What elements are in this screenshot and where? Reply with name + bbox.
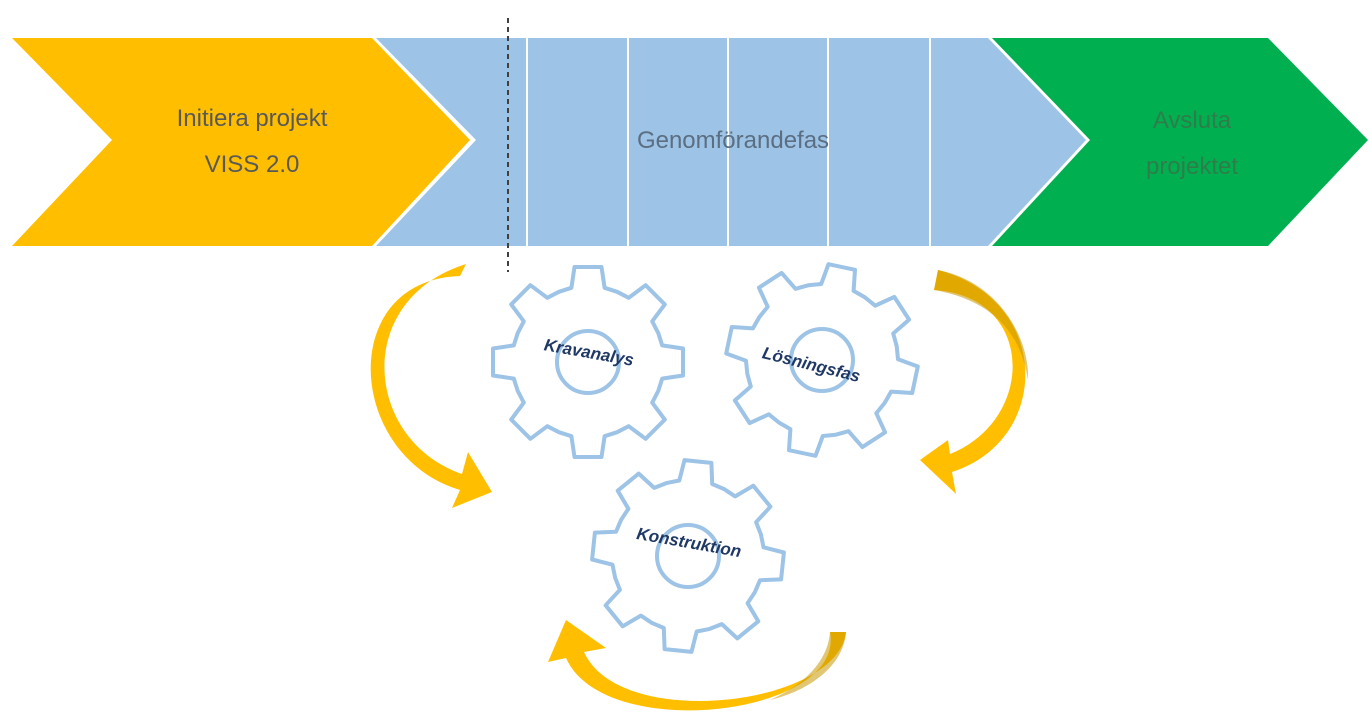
- gear-outline: [491, 265, 685, 459]
- phase-initiate-line-2: VISS 2.0: [205, 151, 300, 178]
- phase-execution-chevron: [376, 38, 1086, 246]
- cycle-arrow-right-shade: [934, 270, 1029, 380]
- gear-kravanalys: Kravanalys: [491, 265, 685, 459]
- cycle-arrow-right: [920, 270, 1026, 494]
- phase-initiate-line-1: Initiera projekt: [177, 105, 328, 132]
- gear-outline: [590, 458, 786, 654]
- gear-hub: [655, 523, 721, 589]
- gear-hub: [789, 327, 855, 393]
- phase-close: Avsluta projektet: [992, 38, 1368, 246]
- phase-initiate-chevron: [12, 38, 470, 246]
- phase-close-line-1: Avsluta: [1153, 107, 1232, 134]
- gear-losningsfas: Lösningsfas: [724, 262, 920, 458]
- phase-execution-label: Genomförandefas: [637, 127, 829, 154]
- gear-konstruktion: Konstruktion: [590, 458, 786, 654]
- gear-outline: [724, 262, 920, 458]
- phase-close-chevron: [992, 38, 1368, 246]
- cycle-arrow-bottom-shade: [770, 632, 846, 700]
- cycle-arrow-bottom: [548, 620, 846, 711]
- phase-initiate: Initiera projekt VISS 2.0: [12, 38, 470, 246]
- phase-execution: Genomförandefas: [376, 38, 1086, 246]
- phase-close-line-2: projektet: [1146, 153, 1238, 180]
- gear-hub: [555, 329, 621, 395]
- cycle-arrow-left: [370, 264, 492, 508]
